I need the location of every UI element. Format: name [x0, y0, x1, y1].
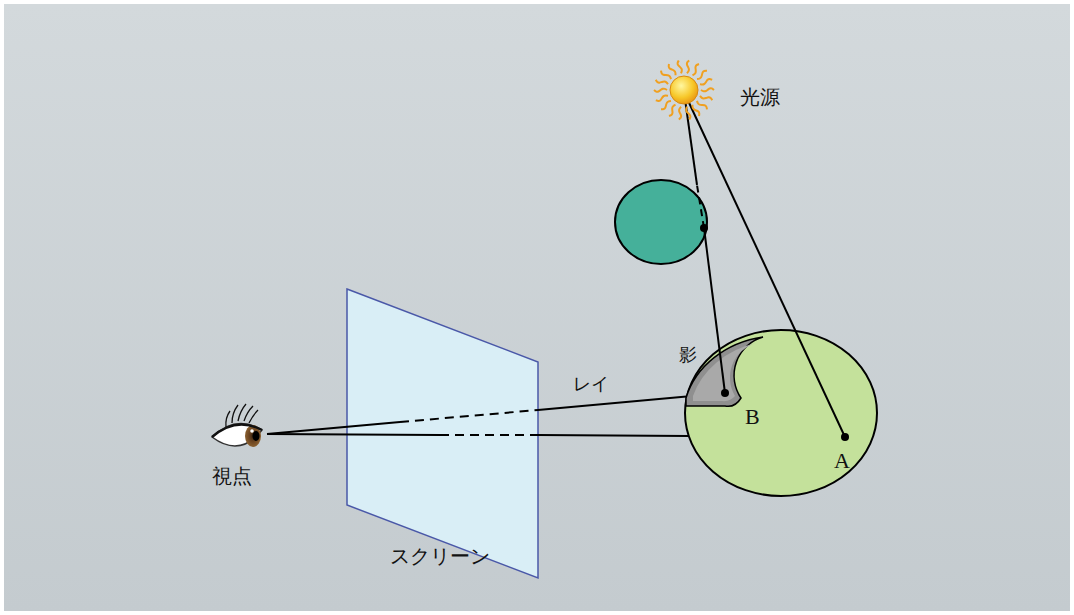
eye-icon [212, 404, 262, 447]
ray-label: レイ [573, 374, 609, 394]
shadow-label: 影 [679, 345, 697, 365]
shadow-rays [684, 92, 845, 437]
lit-sphere [685, 330, 877, 496]
light-source-label: 光源 [740, 86, 780, 108]
occluder-sphere [615, 180, 707, 264]
viewpoint-label: 視点 [212, 465, 252, 487]
screen-label: スクリーン [390, 545, 490, 567]
point-label: A [834, 449, 850, 473]
light-source-sun [670, 76, 698, 104]
screen-plane [347, 289, 538, 578]
sun-rays [654, 60, 714, 119]
shadow-inner [693, 343, 756, 401]
hit-points [700, 224, 849, 441]
shadow-region [686, 337, 763, 406]
point-label: B [745, 405, 760, 429]
background [4, 4, 1070, 611]
